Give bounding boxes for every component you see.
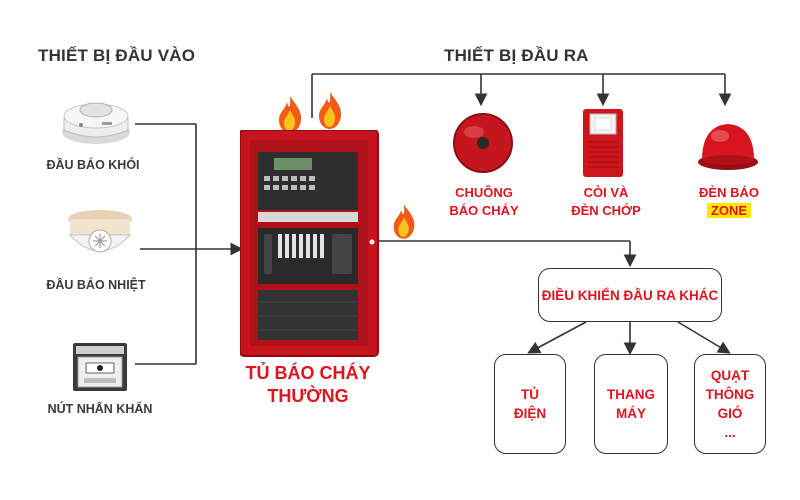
ventilation-fan-line1: QUẠT	[710, 368, 750, 383]
heat-detector-icon	[68, 210, 132, 253]
ventilation-fan-box: QUẠT THÔNG GIÓ ...	[694, 354, 766, 454]
heat-detector-label: ĐẦU BÁO NHIỆT	[46, 278, 146, 292]
input-devices-header: THIẾT BỊ ĐẦU VÀO	[38, 46, 196, 65]
zone-badge: ZONE	[706, 203, 752, 218]
electrical-cabinet-box: TỦ ĐIỆN	[494, 354, 566, 454]
elevator-line1: THANG	[607, 387, 655, 402]
ventilation-fan-line4: ...	[724, 425, 736, 440]
zone-light-label: ĐÈN BÁO ZONE	[684, 184, 774, 220]
elevator-line2: MÁY	[616, 406, 646, 421]
fire-bell-label-line1: CHUÔNG	[455, 185, 513, 200]
horn-strobe-icon	[583, 109, 623, 177]
manual-call-point-label: NÚT NHẤN KHẨN	[47, 402, 153, 416]
ventilation-fan-line2: THÔNG	[705, 387, 755, 402]
smoke-detector-label: ĐẦU BÁO KHÓI	[46, 158, 140, 172]
flame-icon	[393, 204, 415, 239]
fire-bell-label-line2: BÁO CHÁY	[449, 203, 519, 218]
output-connectors	[311, 73, 732, 118]
control-connectors	[378, 240, 731, 356]
fire-bell-label: CHUÔNG BÁO CHÁY	[432, 184, 536, 220]
smoke-detector-icon	[62, 102, 130, 144]
control-other-outputs-label: ĐIỀU KHIỂN ĐẦU RA KHÁC	[541, 287, 719, 303]
panel-title: TỦ BÁO CHÁY THƯỜNG	[228, 362, 388, 408]
flame-icon	[319, 92, 342, 129]
control-other-outputs-box: ĐIỀU KHIỂN ĐẦU RA KHÁC	[538, 268, 722, 322]
ventilation-fan-line3: GIÓ	[717, 406, 743, 421]
electrical-cabinet-line1: TỦ	[521, 387, 539, 402]
electrical-cabinet-line2: ĐIỆN	[513, 406, 547, 421]
zone-light-icon	[698, 124, 758, 170]
fire-bell-icon	[453, 113, 513, 173]
zone-light-label-line1: ĐÈN BÁO	[699, 185, 759, 200]
fire-alarm-panel-icon	[240, 130, 379, 357]
panel-title-line2: THƯỜNG	[267, 386, 349, 406]
horn-strobe-label-line2: ĐÈN CHỚP	[571, 203, 641, 218]
panel-title-line1: TỦ BÁO CHÁY	[245, 363, 371, 383]
horn-strobe-label: CÒI VÀ ĐÈN CHỚP	[556, 184, 656, 220]
flame-icon	[279, 96, 302, 133]
output-devices-header: THIẾT BỊ ĐẦU RA	[444, 46, 589, 65]
horn-strobe-label-line1: CÒI VÀ	[583, 185, 629, 200]
input-connectors	[135, 123, 244, 365]
elevator-box: THANG MÁY	[594, 354, 668, 454]
manual-call-point-icon	[73, 343, 127, 391]
